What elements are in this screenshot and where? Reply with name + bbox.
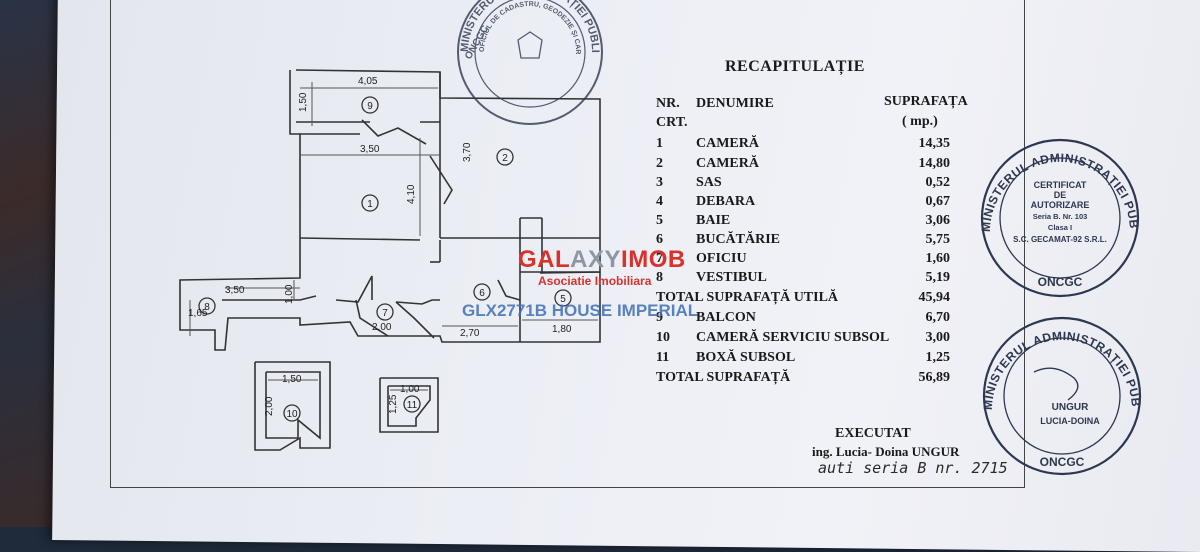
stamp-top-inner-text: OFICIUL DE CADASTRU, GEODEZIE ȘI CARTOGR… [0, 0, 581, 54]
watermark-brand-c: IMOB [621, 246, 686, 273]
stamp-right2-ring-text: MINISTERUL ADMINISTRAȚIEI PUBLICE [0, 0, 1143, 410]
subtotal-value: 45,94 [918, 290, 951, 305]
row-name: SAS [696, 175, 722, 190]
dim-room11-length: 1,25 [388, 394, 399, 414]
coat-of-arms-icon [517, 31, 543, 59]
row-nr: 4 [656, 194, 663, 209]
row-area: 1,25 [925, 350, 951, 365]
stamp-right1-l6: S.C. GECAMAT-92 S.R.L. [1013, 235, 1107, 244]
row-name: CAMERĂ [696, 156, 759, 171]
room-number-8: 8 [204, 302, 210, 313]
row-nr: 11 [656, 350, 670, 365]
stamp-right-2: MINISTERUL ADMINISTRAȚIEI PUBLICE ONCGC … [0, 0, 1143, 476]
document: 9 2 1 8 7 6 5 10 11 4,05 1,50 3,50 3,70 … [0, 0, 1143, 488]
room-number-5: 5 [560, 294, 566, 305]
row-area: 14,80 [918, 156, 951, 171]
subtotal-label: TOTAL SUPRAFAȚĂ UTILĂ [656, 290, 839, 305]
dim-bath: 1,80 [552, 324, 572, 335]
engineer-name: ing. Lucia- Doina UNGUR [812, 444, 960, 459]
header-suprafata: SUPRAFAȚA [884, 94, 968, 109]
stamp-right1-ring-text: MINISTERUL ADMINISTRAȚIEI PUBLICE [0, 0, 1141, 232]
room-number-2: 2 [502, 153, 508, 164]
row-nr: 3 [656, 175, 663, 190]
floor-plan: 9 2 1 8 7 6 5 10 11 4,05 1,50 3,50 3,70 … [0, 0, 1143, 476]
room-number-9: 9 [367, 101, 373, 112]
row-name: VESTIBUL [696, 270, 767, 285]
stamp-right1-l1: CERTIFICAT [1034, 180, 1087, 190]
signature-scribble-icon [1033, 367, 1079, 401]
row-nr: 1 [656, 136, 663, 151]
dim-kitchen: 2,70 [460, 328, 480, 339]
row-area: 0,52 [925, 175, 951, 190]
row-area: 0,67 [925, 194, 951, 209]
row-name: DEBARA [696, 194, 756, 209]
recap-title: RECAPITULAȚIE [725, 58, 865, 75]
dim-hall-length: 3,50 [225, 285, 245, 296]
room-number-7: 7 [382, 308, 388, 319]
row-area: 3,00 [925, 330, 951, 345]
svg-text:OFICIUL DE CADASTRU, GEODEZIE: OFICIUL DE CADASTRU, GEODEZIE ȘI CARTOGR… [0, 0, 581, 54]
header-denumire: DENUMIRE [696, 96, 774, 111]
stamp-right1-l4: Seria B. Nr. 103 [1033, 212, 1088, 221]
row-name: BAIE [696, 213, 731, 228]
stamp-right1-l5: Clasa I [1048, 223, 1072, 232]
row-area: 14,35 [918, 136, 951, 151]
row-name: CAMERĂ SERVICIU SUBSOL [696, 330, 890, 345]
row-nr: 9 [656, 310, 663, 325]
row-area: 1,60 [925, 251, 951, 266]
header-crt: CRT. [656, 115, 688, 130]
dim-hall-end: 1,65 [188, 308, 208, 319]
row-name: BUCĂTĂRIE [696, 232, 781, 247]
row-nr: 7 [656, 251, 663, 266]
dim-room10-length: 2,00 [264, 396, 275, 416]
room-number-10: 10 [286, 409, 298, 420]
dim-balcony-length: 4,05 [358, 76, 378, 87]
stamp-right2-name2: LUCIA-DOINA [1040, 416, 1100, 426]
row-name: CAMERĂ [696, 136, 759, 151]
stamp-right2-name1: UNGUR [1052, 402, 1089, 413]
row-area: 5,19 [925, 270, 951, 285]
svg-text:MINISTERUL ADMINISTRAȚIEI PUBL: MINISTERUL ADMINISTRAȚIEI PUBLICE [0, 0, 1141, 232]
handwritten-series: auti seria B nr. 2715 [818, 459, 1008, 477]
room-number-1: 1 [367, 199, 373, 210]
room-number-6: 6 [479, 288, 485, 299]
drawing-frame [110, 0, 1025, 488]
room-number-11: 11 [407, 400, 418, 411]
row-name: OFICIU [696, 251, 747, 266]
header-nr: NR. [656, 96, 680, 111]
row-name: BALCON [696, 310, 756, 325]
row-area: 5,75 [925, 232, 951, 247]
row-nr: 8 [656, 270, 663, 285]
dim-room1-width: 3,50 [360, 144, 380, 155]
total-label: TOTAL SUPRAFAȚĂ [656, 370, 791, 385]
watermark-logo: GALAXYIMOB [518, 246, 686, 274]
header-mp: ( mp.) [902, 114, 938, 129]
stamp-right2-bottom-text: ONCGC [1040, 455, 1085, 469]
dim-room10-width: 1,50 [282, 374, 302, 385]
row-nr: 2 [656, 156, 663, 171]
watermark-code: GLX2771B HOUSE IMPERIAL [462, 301, 699, 320]
dim-room11-width: 1,00 [400, 384, 420, 395]
row-nr: 5 [656, 213, 663, 228]
dim-room1-length: 4,10 [406, 184, 417, 204]
dim-room2: 3,70 [462, 142, 473, 162]
stamp-right1-bottom-text: ONCGC [1038, 275, 1083, 289]
row-name: BOXĂ SUBSOL [696, 350, 796, 365]
executed-label: EXECUTAT [835, 426, 911, 441]
stamp-right1-l2: DE [1054, 190, 1067, 200]
row-nr: 6 [656, 232, 663, 247]
row-nr: 10 [656, 330, 670, 345]
dim-hall-width: 1,00 [284, 284, 295, 304]
total-value: 56,89 [918, 370, 951, 385]
watermark-subtitle: Asociatie Imobiliara [538, 274, 652, 288]
stamp-right1-l3: AUTORIZARE [1031, 200, 1090, 210]
row-area: 3,06 [925, 213, 951, 228]
dim-balcony-width: 1,50 [298, 92, 309, 112]
row-area: 6,70 [925, 310, 951, 325]
watermark-brand-b: AXY [570, 246, 622, 273]
watermark-brand-a: GAL [518, 246, 571, 273]
dim-oficiu: 2,00 [372, 322, 392, 333]
svg-text:MINISTERUL ADMINISTRAȚIEI PUBL: MINISTERUL ADMINISTRAȚIEI PUBLICE [0, 0, 1143, 410]
